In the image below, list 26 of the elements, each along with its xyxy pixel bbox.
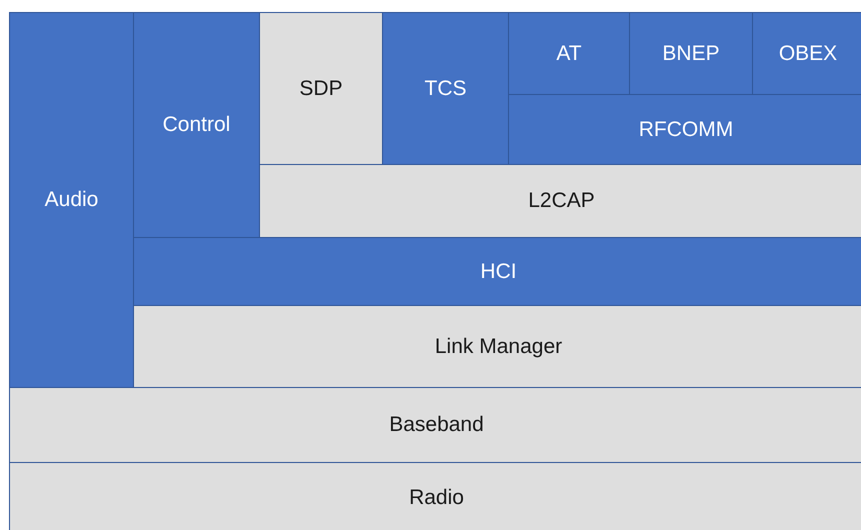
layer-box (752, 12, 861, 95)
layer-box (629, 12, 753, 95)
layer-label: RFCOMM (638, 116, 734, 142)
layer-box (133, 12, 260, 238)
layer-label: SDP (299, 76, 343, 102)
layer-box (133, 305, 861, 388)
layer-box (9, 462, 861, 530)
layer-box (259, 164, 861, 238)
layer-label: Audio (44, 187, 98, 213)
layer-label: Baseband (389, 412, 484, 438)
layer-box (508, 12, 630, 95)
layer-label: HCI (480, 258, 517, 284)
layer-label: BNEP (662, 40, 720, 66)
layer-box (9, 12, 134, 388)
layer-box (259, 12, 383, 165)
layer-label: Control (162, 112, 230, 138)
layer-label: AT (556, 40, 582, 66)
layer-label: Radio (409, 485, 464, 511)
layer-box (508, 94, 861, 165)
layer-label: L2CAP (528, 188, 595, 214)
layer-label: OBEX (778, 40, 838, 66)
layer-box (382, 12, 509, 165)
layer-label: Link Manager (434, 334, 562, 360)
layer-box (9, 387, 861, 463)
layer-box (133, 237, 861, 306)
layer-label: TCS (424, 76, 466, 102)
